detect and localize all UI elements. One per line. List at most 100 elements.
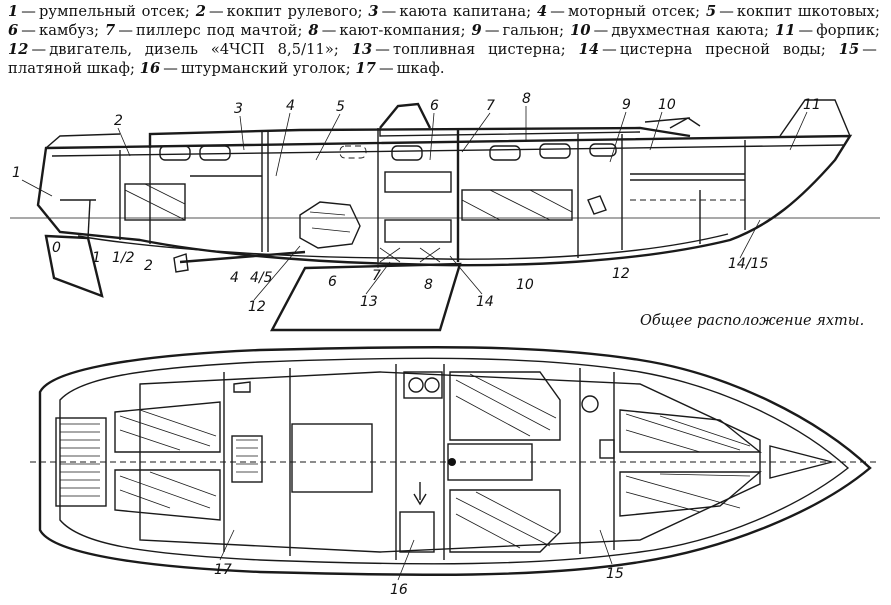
- profile-labels: 1 2 3 4 5 6 7 8 9 10 11 0 1 1/2 2 4 4/5 …: [12, 91, 821, 315]
- label-17: 17: [214, 562, 232, 578]
- legend-number: 17: [355, 60, 376, 77]
- legend-text: штурманский уголок;: [180, 60, 351, 77]
- label-0: 0: [52, 240, 61, 256]
- mast: [448, 458, 456, 466]
- legend-dash: —: [602, 41, 617, 58]
- legend-dash: —: [21, 3, 36, 20]
- label-4: 4: [286, 98, 295, 114]
- legend-dash: —: [484, 22, 500, 39]
- legend-dash: —: [375, 41, 390, 58]
- legend-number: 9: [471, 22, 482, 39]
- sprayhood: [379, 102, 432, 129]
- label-7: 7: [486, 98, 495, 114]
- chart-table: [399, 511, 435, 553]
- legend-text: моторный отсек;: [567, 3, 701, 20]
- legend-number: 14: [578, 41, 600, 58]
- legend-text: кают-компания;: [339, 22, 466, 39]
- label-b13: 13: [360, 294, 378, 310]
- porthole: [589, 143, 617, 157]
- aft-hatch: [231, 435, 263, 483]
- legend-dash: —: [798, 22, 814, 39]
- propeller: [173, 253, 189, 273]
- saloon-berth: [449, 489, 561, 553]
- legend-text: румпельный отсек;: [38, 3, 190, 20]
- legend-dash: —: [862, 41, 877, 58]
- engine: [299, 201, 361, 249]
- legend-text: топливная цистерна;: [393, 41, 566, 58]
- profile-view: [10, 99, 880, 332]
- legend-dash: —: [31, 41, 47, 58]
- label-2: 2: [114, 113, 123, 129]
- legend-number: 12: [8, 41, 29, 58]
- legend-dash: —: [378, 60, 394, 77]
- label-b14-15: 14/15: [728, 256, 768, 272]
- porthole: [489, 145, 521, 161]
- label-6: 6: [430, 98, 439, 114]
- label-b2: 2: [144, 258, 153, 274]
- forward-berth: [619, 409, 762, 453]
- label-b14: 14: [476, 294, 494, 310]
- legend-dash: —: [321, 22, 337, 39]
- legend-number: 6: [8, 22, 19, 39]
- legend-number: 8: [308, 22, 319, 39]
- washbasin: [599, 439, 615, 459]
- plan-labels: 17 16 15: [214, 529, 624, 598]
- plan-hull: [38, 345, 872, 577]
- legend-number: 10: [570, 22, 591, 39]
- figure-caption: Общее расположение яхты.: [640, 313, 865, 329]
- label-b7: 7: [372, 268, 381, 284]
- label-16: 16: [390, 582, 408, 598]
- propeller-shaft: [179, 250, 306, 264]
- legend-text: шкаф.: [396, 60, 445, 77]
- toilet: [587, 195, 607, 215]
- label-b1: 1: [92, 250, 101, 266]
- label-b8: 8: [424, 277, 433, 293]
- legend-dash: —: [593, 22, 609, 39]
- legend-dash: —: [719, 3, 734, 20]
- label-b1-2: 1/2: [112, 250, 135, 266]
- keel: [270, 262, 462, 332]
- legend-number: 5: [705, 3, 717, 20]
- legend-dash: —: [381, 3, 397, 20]
- label-9: 9: [622, 97, 631, 113]
- legend-text: форпик;: [816, 22, 880, 39]
- plan-view: [30, 345, 880, 577]
- legend-text: двигатель, дизель «4ЧСП 8,5/11»;: [49, 41, 339, 58]
- legend-text: гальюн;: [502, 22, 565, 39]
- legend-dash: —: [550, 3, 565, 20]
- galley-stove: [403, 371, 443, 399]
- forepeak: [769, 445, 833, 479]
- cockpit-seat: [114, 469, 221, 521]
- legend: 1—румпельный отсек; 2—кокпит рулевого; 3…: [8, 2, 880, 78]
- leader-lines: [21, 106, 808, 301]
- legend-number: 13: [351, 41, 373, 58]
- label-b4-5: 4/5: [250, 270, 273, 286]
- legend-number: 2: [195, 3, 206, 20]
- berth: [124, 183, 186, 221]
- legend-text: пиллерс под мачтой;: [136, 22, 303, 39]
- legend-text: цистерна пресной воды;: [619, 41, 826, 58]
- porthole: [159, 145, 191, 161]
- porthole: [539, 143, 571, 159]
- legend-number: 16: [139, 60, 161, 77]
- legend-number: 4: [536, 3, 548, 20]
- legend-text: кокпит рулевого;: [226, 3, 363, 20]
- rudder: [44, 234, 104, 298]
- legend-number: 15: [838, 41, 860, 58]
- legend-dash: —: [208, 3, 224, 20]
- saloon-berth: [449, 371, 561, 441]
- label-11: 11: [803, 97, 821, 113]
- berth: [461, 189, 573, 221]
- galley-cabinet: [384, 171, 452, 193]
- forward-berth: [619, 471, 762, 517]
- stern-locker: [55, 417, 107, 507]
- label-5: 5: [336, 99, 345, 115]
- label-10: 10: [658, 97, 676, 113]
- legend-number: 1: [8, 3, 19, 20]
- legend-text: кокпит шкотовых;: [736, 3, 881, 20]
- label-b12-engine: 12: [248, 299, 266, 315]
- label-b12-right: 12: [612, 266, 630, 282]
- porthole: [199, 145, 231, 161]
- label-1: 1: [12, 165, 21, 181]
